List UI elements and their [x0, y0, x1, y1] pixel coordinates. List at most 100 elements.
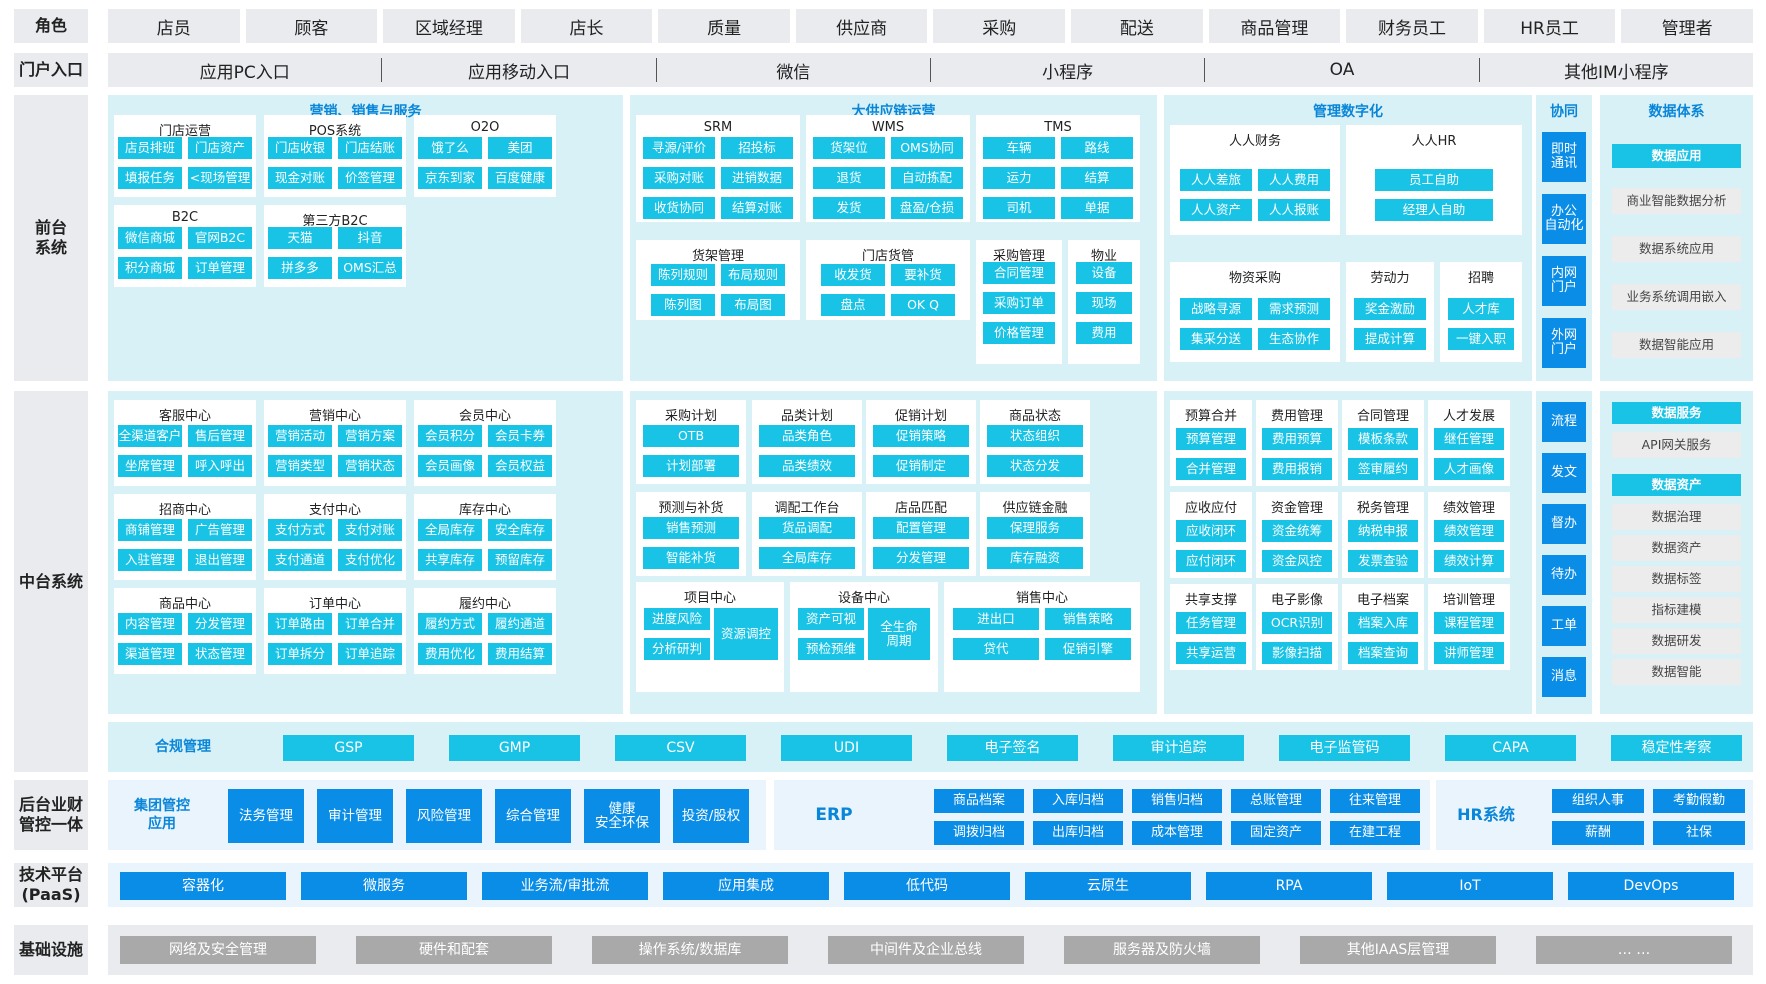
paas-item-3: 应用集成 — [663, 872, 829, 900]
mr-9-item-0: OCR识别 — [1262, 612, 1332, 634]
mm-8-title: 项目中心 — [683, 591, 736, 606]
fs-2-item-2: 运力 — [983, 167, 1055, 189]
paas-item-2: 业务流/审批流 — [482, 872, 648, 900]
fg-4-item-1: 一键入职 — [1448, 328, 1514, 350]
side-label-roles: 角色 — [14, 9, 88, 43]
ml-7-item-1: 订单合并 — [338, 613, 402, 635]
fs-3-item-1: 布局规则 — [721, 264, 785, 286]
mm-10-item-3: 促销引擎 — [1045, 638, 1131, 660]
ml-5-item-3: 预留库存 — [488, 549, 552, 571]
group-item-3: 综合管理 — [495, 789, 571, 843]
side-label-infra: 基础设施 — [14, 925, 88, 975]
fs-5-item-2: 价格管理 — [983, 322, 1055, 344]
side-label-back: 后台业财 管控一体 — [14, 780, 88, 850]
role-8: 商品管理 — [1208, 9, 1341, 43]
fs-1-item-1: OMS协同 — [891, 137, 963, 159]
ml-3-item-3: 退出管理 — [188, 549, 252, 571]
datasys-header: 数据应用 — [1612, 144, 1741, 168]
mr-11-title: 培训管理 — [1442, 593, 1495, 608]
fs-1-item-2: 退货 — [813, 167, 885, 189]
ml-7-title: 订单中心 — [308, 597, 361, 612]
collab-item-3: 外网 门户 — [1542, 318, 1586, 368]
fm-1-title: POS系统 — [308, 124, 362, 139]
erp-item-3: 总账管理 — [1231, 789, 1321, 813]
ml-1-item-0: 营销活动 — [268, 425, 332, 447]
mr-4-item-0: 应收闭环 — [1176, 520, 1246, 542]
role-7: 配送 — [1071, 9, 1203, 43]
fg-0-title: 人人财务 — [1228, 134, 1281, 149]
mr-3-item-0: 继任管理 — [1434, 428, 1504, 450]
mm-2-title: 促销计划 — [894, 409, 947, 424]
mr-6-item-0: 纳税申报 — [1348, 520, 1418, 542]
flow-item-0: 流程 — [1542, 402, 1586, 442]
fg-1-item-1: 经理人自助 — [1375, 199, 1493, 221]
fm-1-item-1: 门店结账 — [338, 137, 402, 159]
ml-0-item-0: 全渠道客户 — [118, 425, 182, 447]
fm-4-item-3: OMS汇总 — [338, 257, 402, 279]
mr-11-item-1: 讲师管理 — [1434, 642, 1504, 664]
group-item-4: 健康 安全环保 — [584, 789, 660, 843]
ml-4-item-2: 支付通道 — [268, 549, 332, 571]
mm-2-item-0: 促销策略 — [873, 425, 969, 447]
mm-3-item-1: 状态分发 — [987, 455, 1083, 477]
portal-0: 应用PC入口 — [108, 58, 383, 83]
mm-7-title: 供应链金融 — [1002, 501, 1068, 516]
role-3: 店长 — [520, 9, 653, 43]
fg-4-title: 招聘 — [1467, 271, 1494, 286]
ml-0-title: 客服中心 — [158, 409, 211, 424]
side-label-paas: 技术平台 (PaaS) — [14, 863, 88, 907]
group-item-0: 法务管理 — [228, 789, 304, 843]
role-10: HR员工 — [1483, 9, 1616, 43]
fs-6-item-1: 现场 — [1076, 292, 1132, 314]
mm-10-item-2: 贷代 — [953, 638, 1039, 660]
fm-0-item-1: 门店资产 — [188, 137, 252, 159]
back-erp-title: ERP — [815, 805, 853, 825]
compliance-item-6: 电子监管码 — [1279, 735, 1410, 761]
compliance-item-5: 审计追踪 — [1113, 735, 1244, 761]
fm-1-item-2: 现金对账 — [268, 167, 332, 189]
mm-4-title: 预测与补货 — [658, 501, 724, 516]
ml-0-item-1: 售后管理 — [188, 425, 252, 447]
side-label-portal: 门户入口 — [14, 53, 88, 87]
fm-2-item-3: 百度健康 — [488, 167, 552, 189]
fg-2-item-2: 集采分送 — [1180, 328, 1252, 350]
role-2: 区域经理 — [383, 9, 515, 43]
fm-4-title: 第三方B2C — [302, 214, 368, 229]
data-asset-item-5: 数据智能 — [1612, 659, 1741, 685]
ml-6-title: 商品中心 — [158, 597, 211, 612]
data-asset-item-4: 数据研发 — [1612, 628, 1741, 654]
group-item-5: 投资/股权 — [673, 789, 749, 843]
infra-item-1: 硬件和配套 — [356, 936, 552, 964]
ml-4-item-1: 支付对账 — [338, 519, 402, 541]
ml-8-item-3: 费用结算 — [488, 643, 552, 665]
fm-0-item-2: 填报任务 — [118, 167, 182, 189]
hr-item-3: 社保 — [1653, 821, 1745, 845]
datasys-item-3: 数据智能应用 — [1612, 332, 1741, 358]
infra-item-0: 网络及安全管理 — [120, 936, 316, 964]
ml-2-item-0: 会员积分 — [418, 425, 482, 447]
mm-0-item-0: OTB — [643, 425, 739, 447]
data-service-header: 数据服务 — [1612, 402, 1741, 424]
paas-item-7: IoT — [1387, 872, 1553, 900]
mr-7-item-1: 绩效计算 — [1434, 550, 1504, 572]
ml-2-title: 会员中心 — [458, 409, 511, 424]
ml-5-item-1: 安全库存 — [488, 519, 552, 541]
mm-9-title: 设备中心 — [837, 591, 890, 606]
fs-2-item-4: 司机 — [983, 197, 1055, 219]
portal-4: OA — [1205, 58, 1480, 82]
fg-2-title: 物资采购 — [1228, 271, 1281, 286]
fs-3-title: 货架管理 — [691, 249, 744, 264]
infra-item-6: … … — [1536, 936, 1732, 964]
role-6: 采购 — [933, 9, 1066, 43]
compliance-item-2: CSV — [615, 735, 746, 761]
ml-8-item-0: 履约方式 — [418, 613, 482, 635]
ml-1-item-1: 营销方案 — [338, 425, 402, 447]
mr-1-title: 费用管理 — [1270, 409, 1323, 424]
infra-item-2: 操作系统/数据库 — [592, 936, 788, 964]
fm-4-item-0: 天猫 — [268, 227, 332, 249]
mr-10-item-0: 档案入库 — [1348, 612, 1418, 634]
data-service-item-0: API网关服务 — [1612, 432, 1741, 458]
fg-2-item-3: 生态协作 — [1258, 328, 1330, 350]
fs-2-item-5: 单据 — [1061, 197, 1133, 219]
